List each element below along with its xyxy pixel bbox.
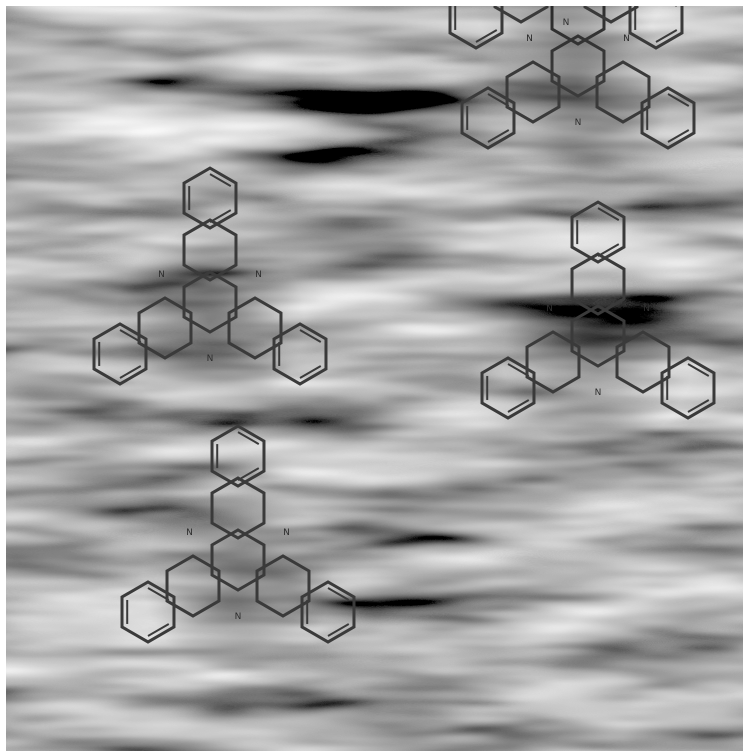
benzene-ring (660, 356, 716, 420)
double-bond (327, 623, 350, 637)
benzene-ring (493, 6, 549, 24)
benzene-ring (570, 252, 626, 316)
nitrogen-label: N (158, 270, 165, 280)
benzene-ring (182, 218, 238, 282)
double-bond (667, 93, 690, 107)
benzene-ring (255, 554, 311, 618)
nitrogen-label: N (255, 270, 262, 280)
nitrogen-label: N (546, 304, 553, 314)
double-bond (597, 207, 620, 221)
benzene-ring (92, 322, 148, 386)
double-bond (507, 399, 530, 413)
nitrogen-label: N (207, 354, 214, 364)
benzene-ring (227, 296, 283, 360)
molecule-partial-top: NNN (448, 6, 684, 81)
benzene-ring (210, 528, 266, 592)
double-bond (327, 587, 350, 601)
double-bond (119, 365, 142, 379)
double-bond (147, 623, 170, 637)
benzene-ring (210, 476, 266, 540)
double-bond (475, 29, 498, 43)
nitrogen-label: N (186, 528, 193, 538)
double-bond (687, 363, 710, 377)
nitrogen-label: N (563, 18, 570, 28)
benzene-ring (570, 304, 626, 368)
double-bond (119, 329, 142, 343)
double-bond (299, 365, 322, 379)
benzene-ring (460, 86, 516, 150)
nitrogen-label: N (575, 118, 582, 128)
benzene-ring (640, 86, 696, 150)
benzene-ring (165, 554, 221, 618)
stm-image: NNNNNNNNNNNNNNN (6, 6, 743, 751)
molecule-layer: NNNNNNNNNNNNNNN (92, 6, 716, 675)
benzene-ring (182, 270, 238, 334)
molecule-lower-left: N N N (120, 424, 356, 675)
double-bond (507, 363, 530, 377)
benzene-ring (480, 356, 536, 420)
benzene-ring (628, 6, 684, 50)
benzene-ring (525, 330, 581, 394)
molecule-shadow (473, 6, 659, 81)
nitrogen-label: N (595, 388, 602, 398)
double-bond (597, 243, 620, 257)
double-bond (687, 399, 710, 413)
molecule-upper-left: N N N (92, 166, 328, 417)
benzene-ring (583, 6, 639, 24)
nitrogen-label: N (235, 612, 242, 622)
double-bond (209, 209, 232, 223)
double-bond (487, 93, 510, 107)
benzene-ring (210, 424, 266, 488)
benzene-ring (300, 580, 356, 644)
nitrogen-label: N (643, 304, 650, 314)
molecule-shadow (115, 227, 305, 417)
benzene-ring (137, 296, 193, 360)
double-bond (487, 129, 510, 143)
double-bond (237, 431, 260, 445)
double-bond (147, 587, 170, 601)
molecule-shadow (143, 485, 333, 675)
nitrogen-label: N (283, 528, 290, 538)
double-bond (209, 173, 232, 187)
benzene-ring (182, 166, 238, 230)
double-bond (237, 467, 260, 481)
benzene-ring (120, 580, 176, 644)
molecule-shadow (503, 261, 693, 451)
benzene-ring (448, 6, 504, 50)
double-bond (655, 29, 678, 43)
double-bond (667, 129, 690, 143)
benzene-ring (615, 330, 671, 394)
benzene-ring (595, 60, 651, 124)
benzene-ring (570, 200, 626, 264)
molecule-right: N N N (480, 200, 716, 451)
double-bond (299, 329, 322, 343)
benzene-ring (272, 322, 328, 386)
